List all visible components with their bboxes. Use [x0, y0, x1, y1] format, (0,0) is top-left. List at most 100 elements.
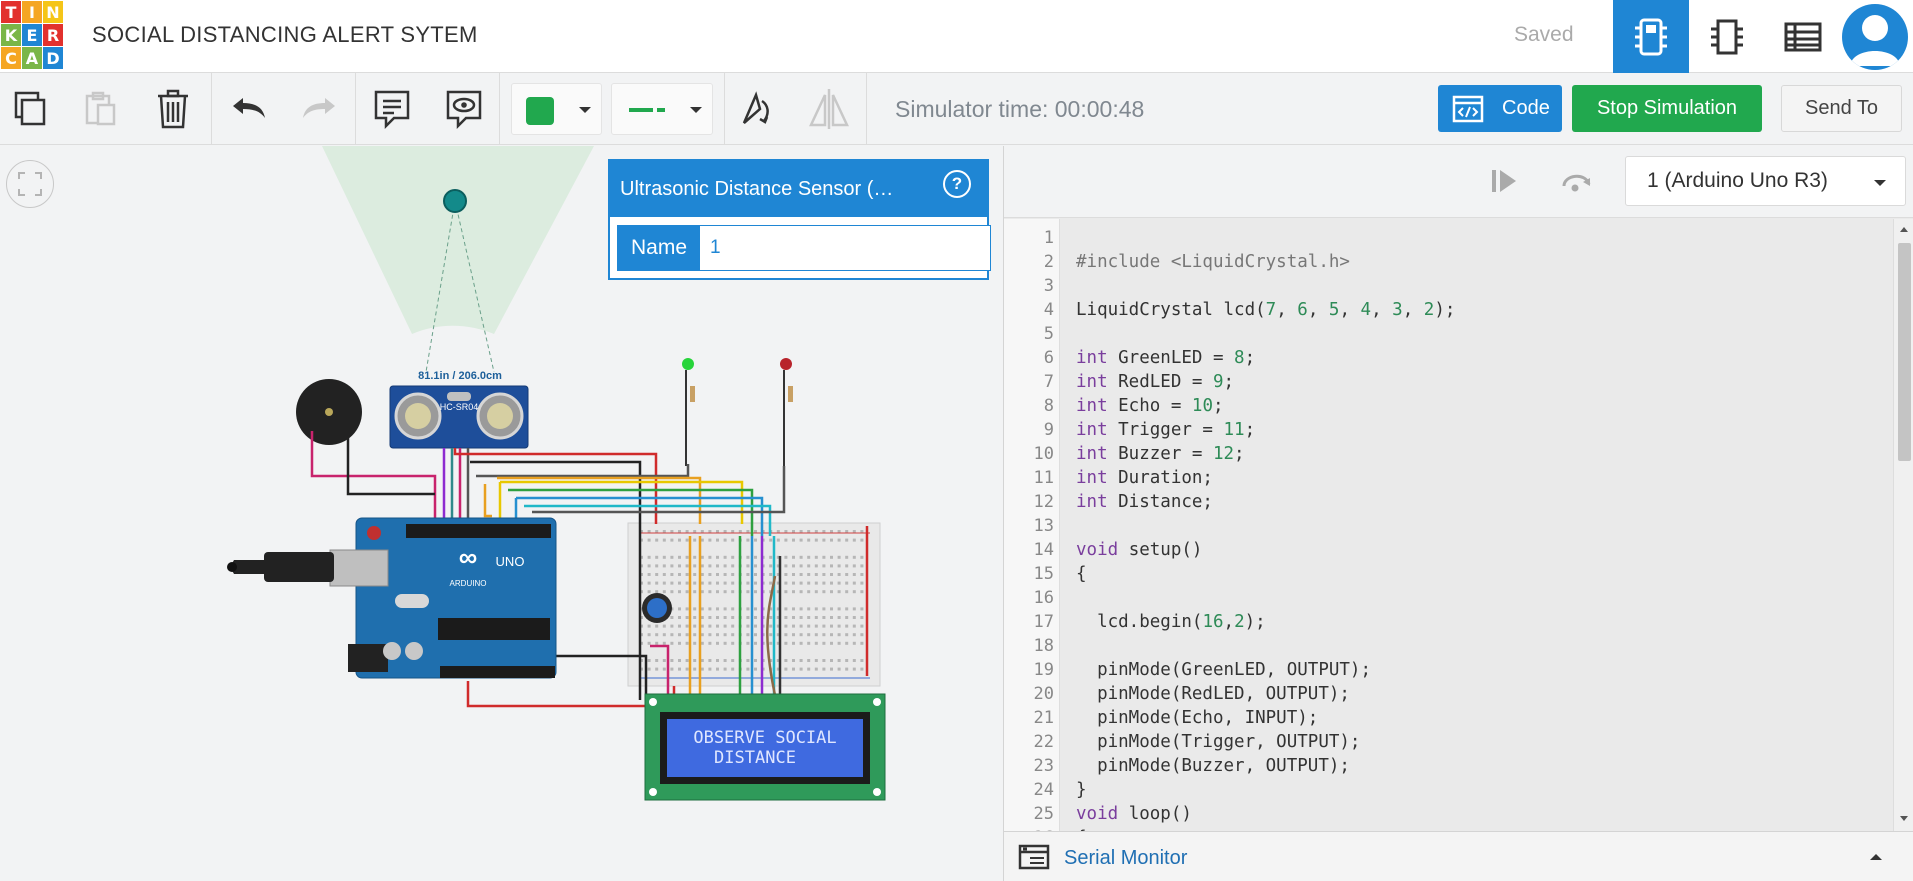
breadboard-hole: [807, 555, 811, 559]
sensor-target-object[interactable]: [443, 189, 467, 213]
breadboard-hole: [723, 616, 727, 619]
breadboard-hole: [822, 581, 826, 585]
code-line: 18: [1004, 634, 1894, 658]
piezo-buzzer[interactable]: [296, 379, 362, 445]
breadboard-hole: [731, 633, 735, 637]
breadboard-hole: [845, 667, 849, 671]
breadboard-hole: [792, 555, 795, 559]
scrollbar-thumb[interactable]: [1898, 243, 1911, 461]
breadboard-hole: [784, 633, 788, 637]
redo-button[interactable]: [296, 83, 342, 135]
lcd-16x2[interactable]: OBSERVE SOCIAL DISTANCE: [644, 693, 886, 801]
name-input[interactable]: [700, 226, 990, 270]
breadboard-hole: [807, 667, 811, 671]
breadboard-hole: [799, 538, 803, 542]
breadboard-hole: [799, 616, 803, 619]
breadboard-hole: [647, 659, 651, 662]
line-number: 19: [1033, 660, 1054, 680]
serial-monitor-bar[interactable]: Serial Monitor: [1004, 831, 1913, 881]
breadboard-hole: [670, 641, 674, 645]
user-avatar[interactable]: [1842, 4, 1908, 70]
wires: [310, 431, 869, 708]
breadboard-hole: [822, 633, 826, 637]
circuit-view-button[interactable]: [1613, 0, 1689, 73]
toggle-notes-visibility-icon: [446, 90, 482, 130]
component-list-button[interactable]: [1765, 0, 1841, 73]
board-select[interactable]: 1 (Arduino Uno R3): [1625, 156, 1906, 206]
breadboard-hole: [685, 555, 689, 559]
code-line: 3: [1004, 274, 1894, 298]
green-led[interactable]: [682, 358, 695, 466]
help-icon[interactable]: ?: [943, 170, 971, 198]
breadboard-hole: [700, 607, 704, 611]
breadboard-hole: [769, 581, 773, 585]
breadboard-hole: [723, 573, 727, 576]
code-line: 21 pinMode(Echo, INPUT);: [1004, 706, 1894, 730]
breadboard[interactable]: [627, 522, 881, 687]
restart-icon[interactable]: [1559, 166, 1593, 196]
paste-button[interactable]: [78, 83, 122, 135]
breadboard-hole: [852, 538, 856, 542]
schematic-view-button[interactable]: [1689, 0, 1765, 73]
scroll-up-icon[interactable]: [1899, 225, 1909, 233]
breadboard-hole: [716, 641, 719, 645]
copy-button[interactable]: [6, 83, 54, 135]
step-icon[interactable]: [1490, 168, 1520, 194]
breadboard-hole: [860, 667, 864, 671]
toggle-notes-button[interactable]: [441, 83, 487, 135]
breadboard-hole: [807, 581, 811, 585]
send-to-button[interactable]: Send To: [1781, 85, 1902, 132]
breadboard-hole: [852, 624, 856, 628]
editor-scrollbar[interactable]: [1893, 219, 1913, 831]
delete-button[interactable]: [150, 83, 196, 135]
fit-view-button[interactable]: [6, 160, 54, 208]
undo-button[interactable]: [226, 83, 272, 135]
breadboard-hole: [700, 633, 704, 637]
breadboard-hole: [822, 616, 826, 619]
breadboard-hole: [776, 633, 780, 637]
chevron-up-icon[interactable]: [1869, 852, 1883, 862]
line-number: 14: [1033, 540, 1054, 560]
notes-button[interactable]: [369, 83, 415, 135]
simulator-time: Simulator time: 00:00:48: [895, 96, 1145, 122]
circuit-canvas[interactable]: 81.1in / 206.0cm HC-SR04: [0, 146, 1003, 881]
code-button[interactable]: Code: [1438, 85, 1562, 132]
wire-color-dropdown[interactable]: [511, 83, 602, 135]
name-label: Name: [618, 226, 700, 270]
breadboard-hole: [754, 641, 757, 645]
breadboard-hole: [655, 564, 659, 568]
breadboard-hole: [708, 641, 712, 645]
breadboard-hole: [830, 581, 833, 585]
breadboard-hole: [754, 573, 757, 576]
breadboard-hole: [799, 555, 803, 559]
breadboard-hole: [655, 555, 659, 559]
breadboard-hole: [822, 564, 826, 568]
arduino-uno-board[interactable]: ∞ ARDUINO UNO: [227, 517, 557, 679]
wire-type-dropdown[interactable]: [611, 83, 713, 135]
breadboard-hole: [678, 555, 681, 559]
ultrasonic-sensor[interactable]: HC-SR04: [389, 385, 529, 449]
breadboard-hole: [807, 633, 811, 637]
breadboard-hole: [700, 590, 704, 594]
scroll-down-icon[interactable]: [1899, 815, 1909, 823]
stop-simulation-button[interactable]: Stop Simulation: [1572, 85, 1762, 132]
breadboard-hole: [670, 538, 674, 542]
breadboard-hole: [830, 590, 833, 594]
toolbar-divider: [499, 73, 500, 145]
breadboard-hole: [830, 633, 833, 637]
breadboard-hole: [716, 624, 719, 628]
breadboard-hole: [784, 641, 788, 645]
breadboard-hole: [647, 538, 651, 542]
red-led[interactable]: [780, 358, 793, 466]
breadboard-hole: [792, 590, 795, 594]
project-title[interactable]: SOCIAL DISTANCING ALERT SYTEM: [92, 22, 478, 47]
fit-view-icon: [18, 172, 42, 196]
flip-button[interactable]: [806, 83, 852, 135]
rotate-button[interactable]: [733, 83, 779, 135]
breadboard-hole: [852, 573, 856, 576]
breadboard-hole: [723, 641, 727, 645]
